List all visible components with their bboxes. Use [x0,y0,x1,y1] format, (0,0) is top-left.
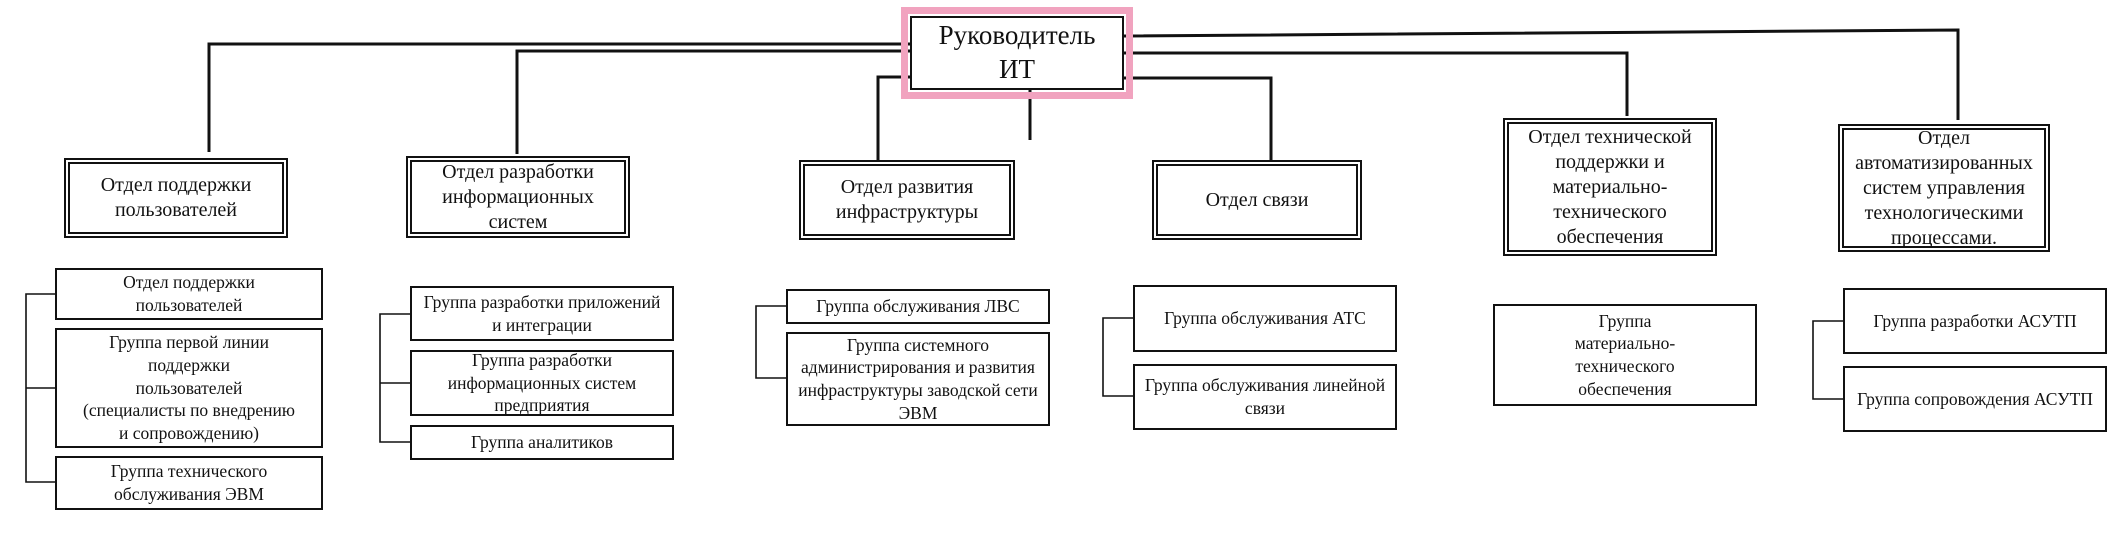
connector-line [1123,28,1960,120]
connector-line [1812,320,1843,400]
connector-line [755,305,786,379]
connector-line [1124,51,1629,116]
connector-line [876,75,910,160]
connector-line [379,313,410,443]
connector-line [1102,317,1133,397]
group-box[interactable]: Группа обслуживания АТС [1133,285,1397,352]
dept-box-communications[interactable]: Отдел связи [1152,160,1362,240]
group-label: Группа разработки АСУТП [1873,310,2077,331]
group-box[interactable]: Группа аналитиков [410,425,674,460]
dept-label: Отдел связи [1205,188,1309,211]
group-box[interactable]: Группа обслуживания ЛВС [786,289,1050,324]
root-box-it-head[interactable]: Руководитель ИТ [901,7,1133,99]
connector-line [515,49,910,154]
group-label: Группа обслуживания ЛВС [816,296,1020,317]
group-label: Группа обслуживания АТС [1164,308,1366,329]
root-label: Руководитель ИТ [938,20,1096,84]
connector-line [1124,76,1273,160]
connector-line [207,42,910,152]
group-box[interactable]: Группа разработки АСУТП [1843,288,2107,354]
group-label: Группа аналитиков [471,432,613,453]
group-box[interactable]: Группа сопровождения АСУТП [1843,366,2107,432]
group-label: Группа сопровождения АСУТП [1857,388,2093,409]
